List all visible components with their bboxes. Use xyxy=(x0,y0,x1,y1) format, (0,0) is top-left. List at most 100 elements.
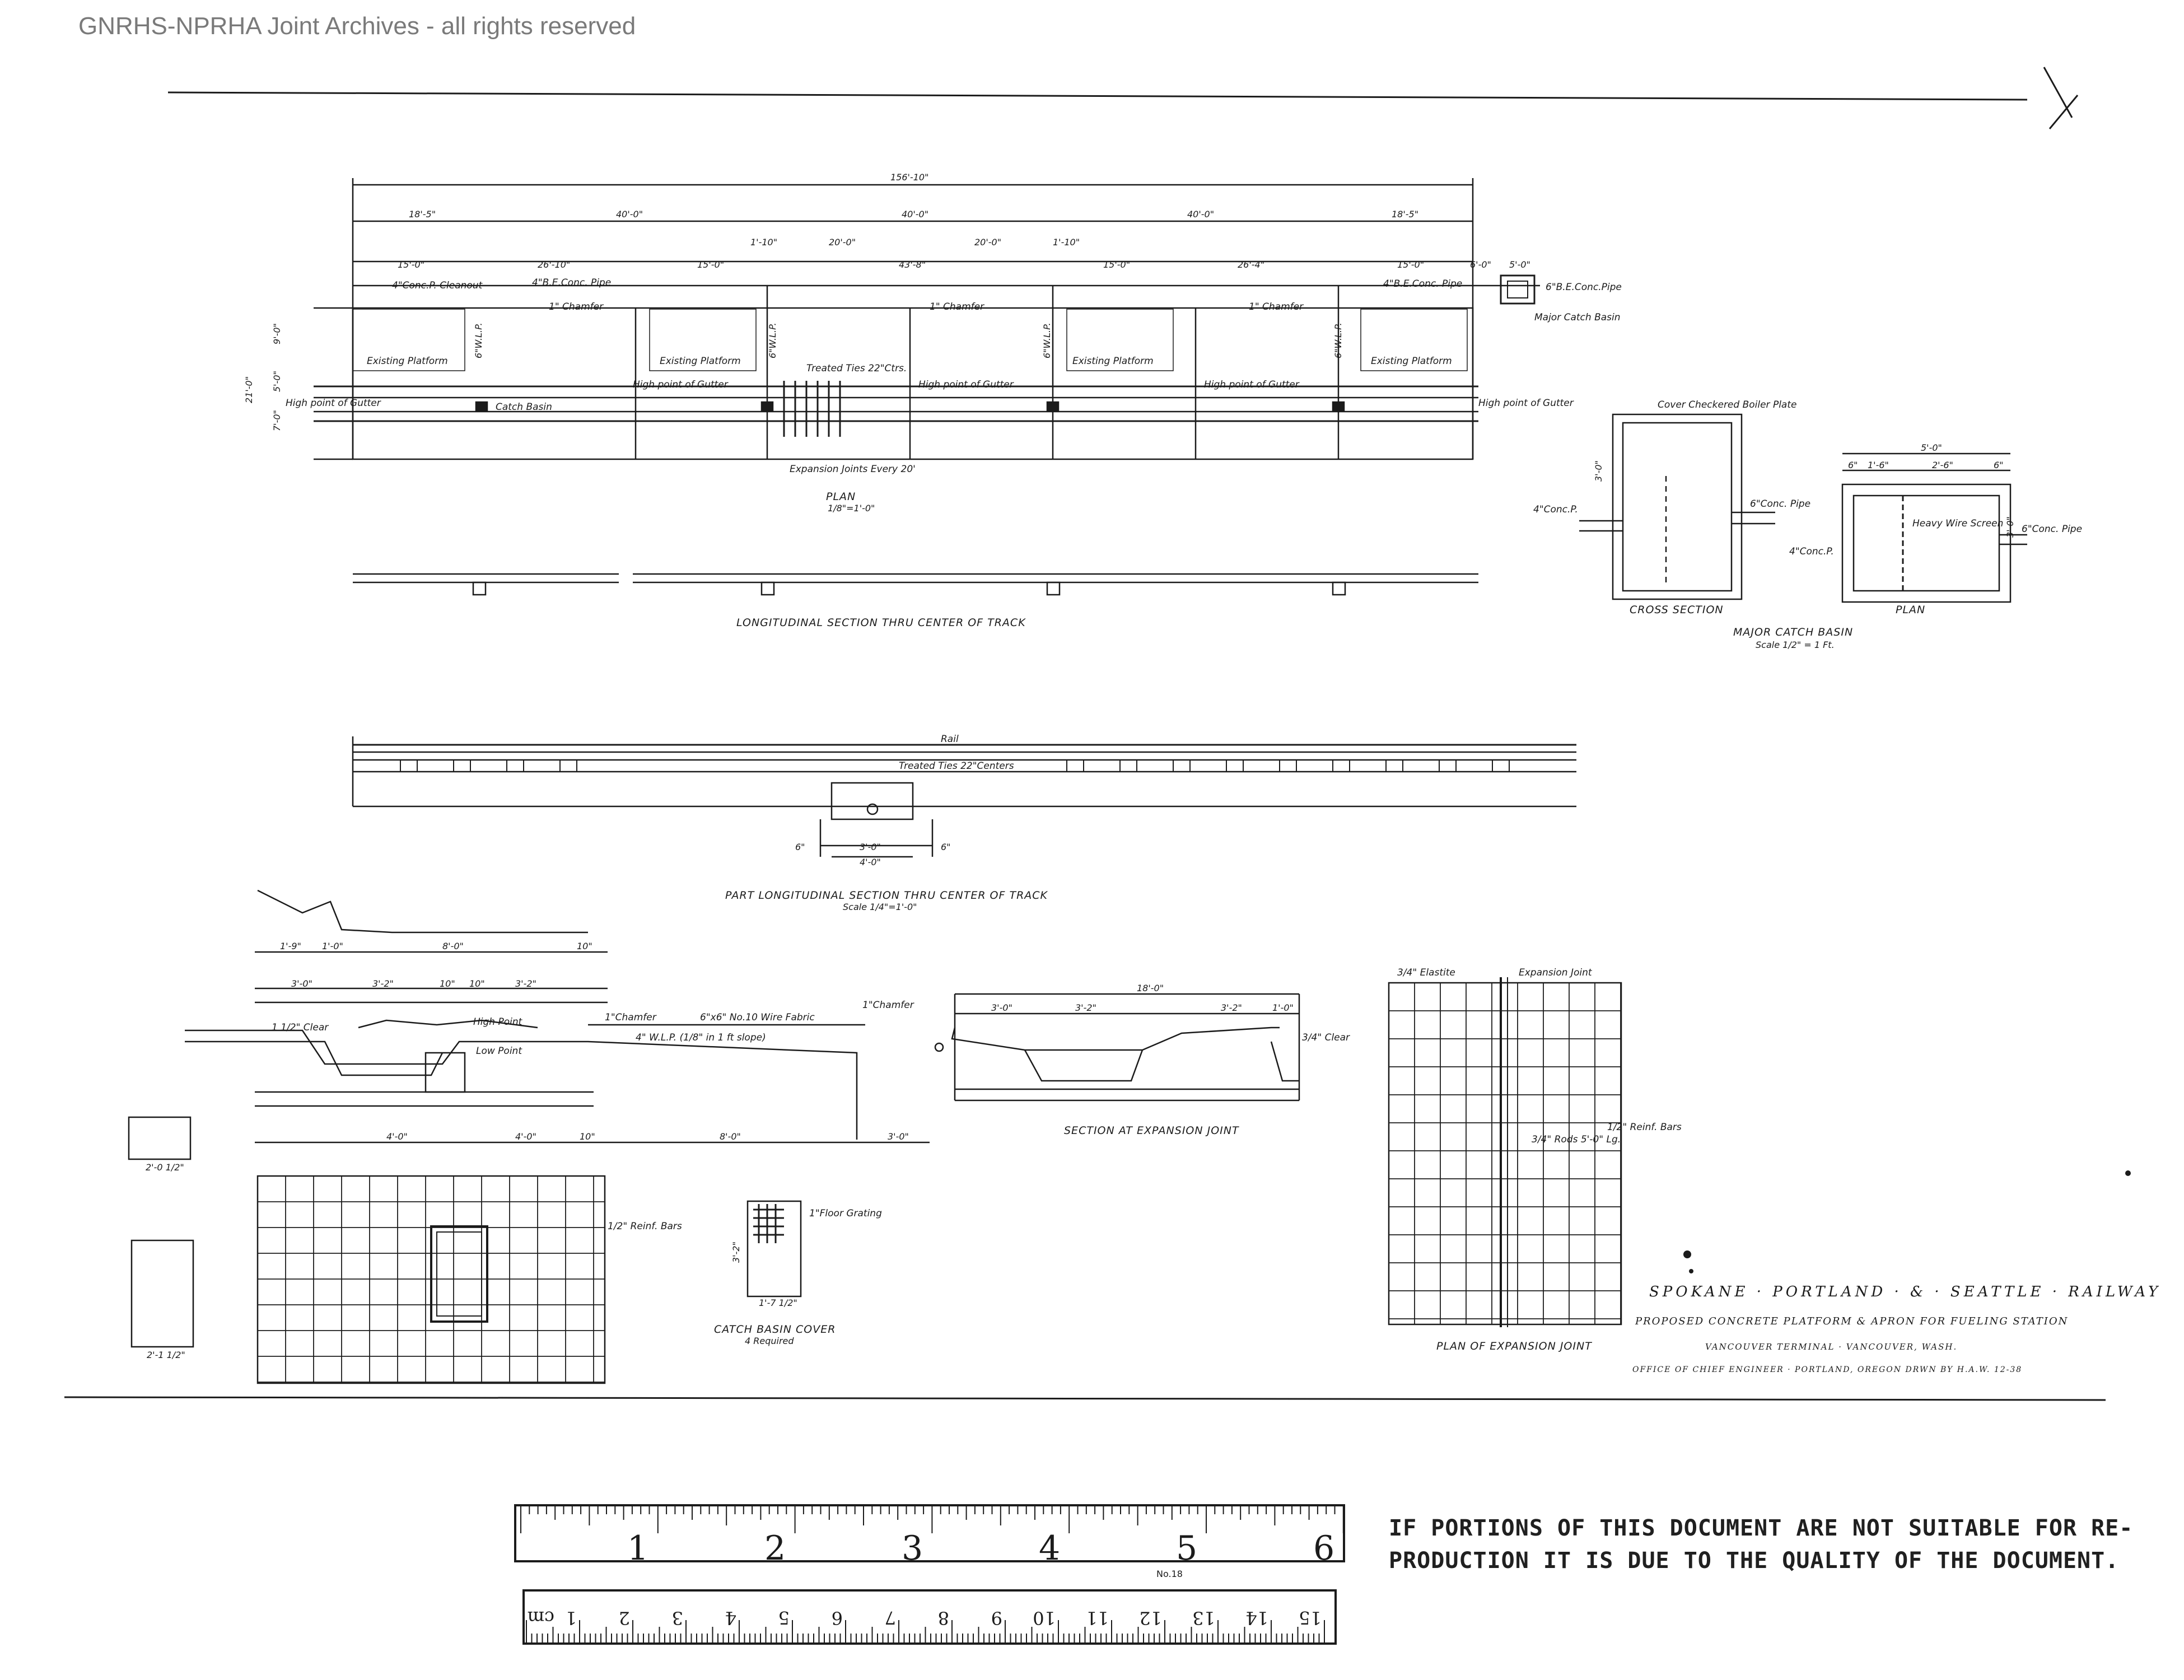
apron-top-dim: 10" xyxy=(577,941,592,951)
sub-dim: 15'-0" xyxy=(697,259,724,270)
major-catch-basin-label: Major Catch Basin xyxy=(1534,312,1621,323)
side-dim: 7'-0" xyxy=(272,410,282,431)
expansion-joint-section xyxy=(934,993,1300,1102)
existing-platform-label: Existing Platform xyxy=(1072,356,1154,367)
project-title: PROPOSED CONCRETE PLATFORM & APRON FOR F… xyxy=(1635,1315,2068,1327)
rebar-grid-labels: 1/2" Reinf. Bars 2'-0 1/2" 2'-1 1/2" xyxy=(146,1162,682,1360)
side-dim: 21'-0" xyxy=(244,376,254,403)
wlp-label: 6"W.L.P. xyxy=(1042,323,1052,358)
inch-mark: 2 xyxy=(764,1529,786,1568)
span-dim: 1'-10" xyxy=(1053,237,1080,248)
expansion-joint-label: Expansion Joint xyxy=(1519,967,1593,978)
exp-dim: 3'-2" xyxy=(1221,1002,1242,1013)
apron-section xyxy=(185,889,930,1144)
sub-dim: 26'-4" xyxy=(1238,259,1264,270)
overall-dimension: 156'-10" xyxy=(890,172,928,183)
span-dim: 20'-0" xyxy=(829,237,856,248)
apron-row-dim: 10" xyxy=(469,978,485,989)
be-pipe-right-label: 4"B.E.Conc. Pipe xyxy=(1383,278,1462,290)
catch-basin-cover-labels: 1"Floor Grating 3'-2" 1'-7 1/2" CATCH BA… xyxy=(714,1208,882,1346)
span-dim: 18'-5" xyxy=(1392,209,1418,220)
exp-dim: 18'-0" xyxy=(1137,983,1164,993)
basin-dim: 6" xyxy=(1994,460,2004,470)
wlp-label: 6"W.L.P. xyxy=(1333,323,1343,358)
expansion-joint-section-labels: 18'-0" 3'-0" 3'-2" 3'-2" 1'-0" 3/4" Clea… xyxy=(991,983,1350,1137)
sub-dim: 15'-0" xyxy=(1397,259,1424,270)
inch-mark: 6 xyxy=(1313,1529,1334,1568)
notice-line-1: IF PORTIONS OF THIS DOCUMENT ARE NOT SUI… xyxy=(1389,1515,2134,1541)
high-point-gutter-label: High point of Gutter xyxy=(1204,379,1300,390)
span-dim: 40'-0" xyxy=(902,209,928,220)
cm-mark: 14 xyxy=(1245,1607,1268,1628)
span-dim: 1'-10" xyxy=(750,237,777,248)
span-dim: 20'-0" xyxy=(974,237,1001,248)
catch-basin-cover-title: CATCH BASIN COVER xyxy=(714,1323,836,1336)
drawing-office: OFFICE OF CHIEF ENGINEER · PORTLAND, ORE… xyxy=(1632,1365,2022,1374)
part-dim: 4'-0" xyxy=(860,857,881,867)
exp-clear-label: 3/4" Clear xyxy=(1302,1032,1350,1043)
plan-labels: 156'-10" 18'-5" 40'-0" 1'-10" 20'-0" 40'… xyxy=(244,172,1622,514)
basin-dim: 3'-0" xyxy=(2005,516,2015,538)
part-dim: 3'-0" xyxy=(860,842,881,852)
part-long-section-title: PART LONGITUDINAL SECTION THRU CENTER OF… xyxy=(725,889,1048,902)
cm-mark: 4 xyxy=(725,1607,736,1628)
rebar-grid-plan xyxy=(128,1116,606,1384)
bottom-border xyxy=(64,1396,2106,1401)
existing-platform-hatch xyxy=(352,309,1468,371)
inch-mark: 3 xyxy=(902,1529,923,1568)
cm-mark: 11 xyxy=(1086,1607,1109,1628)
cm-mark: 2 xyxy=(619,1607,630,1628)
major-catch-basin-title: MAJOR CATCH BASIN xyxy=(1733,626,1853,638)
part-longitudinal-section xyxy=(352,736,1576,858)
cm-mark: 8 xyxy=(938,1607,949,1628)
treated-ties-label: Treated Ties 22"Centers xyxy=(899,760,1014,772)
cm-unit: cm xyxy=(528,1607,554,1628)
catch-basin-cover-subtitle: 4 Required xyxy=(745,1336,794,1346)
railway-name: SPOKANE · PORTLAND · & · SEATTLE · RAILW… xyxy=(1649,1284,2161,1300)
plan-of-expansion-joint-title: PLAN OF EXPANSION JOINT xyxy=(1436,1340,1592,1352)
cover-dim: 3'-2" xyxy=(731,1242,741,1263)
sub-dim: 15'-0" xyxy=(398,259,424,270)
cm-mark: 1 xyxy=(566,1607,577,1628)
apron-bottom-dim: 8'-0" xyxy=(720,1131,741,1142)
measuring-ruler: 1 2 3 4 5 6 No.18 15 14 13 12 11 10 9 8 … xyxy=(514,1504,1345,1645)
cm-mark: 15 xyxy=(1299,1607,1322,1628)
cleanout-label: 4"Conc.P. Cleanout xyxy=(392,280,483,291)
cm-mark: 7 xyxy=(885,1607,896,1628)
floor-grating-label: 1"Floor Grating xyxy=(809,1208,882,1219)
apron-bottom-dim: 3'-0" xyxy=(888,1131,909,1142)
high-point-gutter-label: High point of Gutter xyxy=(918,379,1014,390)
chamfer-label: 1" Chamfer xyxy=(930,301,984,312)
cm-mark: 5 xyxy=(778,1607,790,1628)
major-catch-basin-scale: Scale 1/2" = 1 Ft. xyxy=(1756,640,1835,650)
inch-mark: 1 xyxy=(627,1529,648,1568)
catch-basin-label: Catch Basin xyxy=(496,402,552,413)
cover-dim: 1'-7 1/2" xyxy=(759,1298,797,1308)
expansion-section-title: SECTION AT EXPANSION JOINT xyxy=(1064,1124,1239,1137)
apron-top-dim: 1'-9" xyxy=(280,941,301,951)
catch-basin-cover xyxy=(746,1200,802,1298)
high-point-gutter-label: High point of Gutter xyxy=(633,379,729,390)
basin-dim: 2'-6" xyxy=(1932,460,1953,470)
basin-dim: 5'-0" xyxy=(1921,442,1942,453)
wlp-label: 6"W.L.P. xyxy=(767,323,778,358)
apron-row-dim: 3'-0" xyxy=(291,978,312,989)
chamfer-label: 1" Chamfer xyxy=(549,301,604,312)
apron-top-dim: 1'-0" xyxy=(322,941,343,951)
expansion-joints-label: Expansion Joints Every 20' xyxy=(790,464,916,475)
sub-dim: 26'-10" xyxy=(538,259,570,270)
notice-line-2: PRODUCTION IT IS DUE TO THE QUALITY OF T… xyxy=(1389,1548,2120,1574)
inch-mark: 4 xyxy=(1039,1529,1060,1568)
plan-of-expansion-joint-labels: 3/4" Elastite Expansion Joint 1/2" Reinf… xyxy=(1397,967,1682,1352)
cm-mark: 13 xyxy=(1192,1607,1215,1628)
exp-dim: 3'-2" xyxy=(1075,1002,1096,1013)
basin-dim: 3'-0" xyxy=(1593,460,1604,482)
conc-pipe-plan-label: 6"Conc. Pipe xyxy=(2022,524,2082,535)
cm-mark: 3 xyxy=(672,1607,683,1628)
cross-section-title: CROSS SECTION xyxy=(1630,604,1724,616)
exp-dim: 1'-0" xyxy=(1272,1002,1294,1013)
project-location: VANCOUVER TERMINAL · VANCOUVER, WASH. xyxy=(1705,1342,1957,1352)
apron-section-labels: 1'-9" 1'-0" 8'-0" 10" 3'-0" 3'-2" 10" 10… xyxy=(272,941,914,1142)
reproduction-notice: IF PORTIONS OF THIS DOCUMENT ARE NOT SUI… xyxy=(1389,1512,2150,1577)
